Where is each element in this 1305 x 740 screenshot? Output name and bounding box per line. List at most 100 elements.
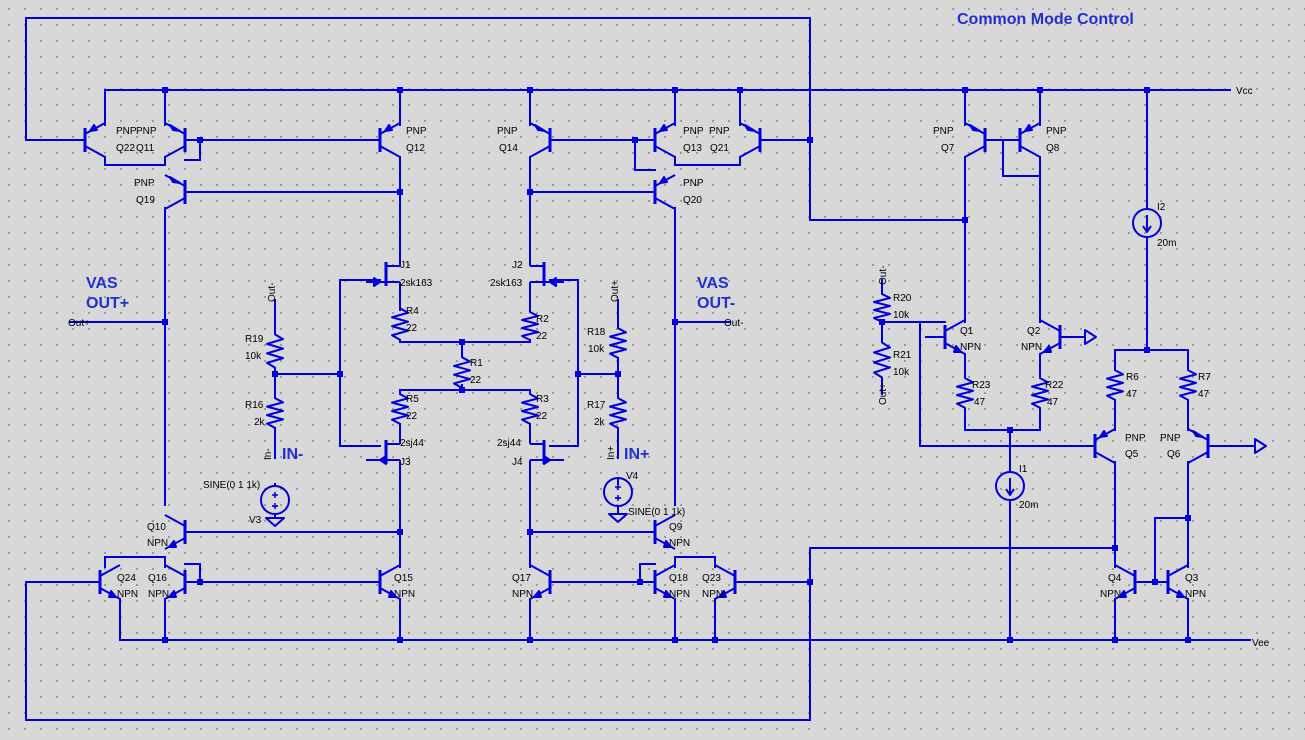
resistor-r19[interactable]: [266, 332, 284, 370]
transistor-q22[interactable]: [65, 122, 106, 158]
transistor-q11[interactable]: [164, 122, 205, 158]
r23-name: R23: [972, 380, 991, 391]
in-minus-label: IN-: [282, 446, 303, 463]
q14-name: Q14: [499, 143, 518, 154]
vas-out-plus-line2: OUT+: [86, 295, 129, 312]
transistor-q19[interactable]: [164, 174, 205, 210]
resistor-r5[interactable]: [391, 392, 409, 426]
r6-value: 47: [1126, 389, 1138, 400]
q7-model: PNP: [933, 126, 954, 137]
r21-name: R21: [893, 350, 912, 361]
in-plus-label: IN+: [624, 446, 649, 463]
transistor-q20[interactable]: [635, 174, 676, 210]
q13-model: PNP: [683, 126, 704, 137]
jfet-j3[interactable]: [366, 432, 401, 472]
q21-model: PNP: [709, 126, 730, 137]
resistor-r20[interactable]: [873, 292, 891, 324]
q16-model: NPN: [148, 589, 169, 600]
resistor-r3[interactable]: [521, 392, 539, 426]
transistor-q21[interactable]: [739, 122, 780, 158]
q6-name: Q6: [1167, 449, 1181, 460]
current-source-i1[interactable]: [995, 471, 1025, 501]
transistor-q10[interactable]: [164, 514, 205, 550]
j2-model: 2sk163: [490, 278, 523, 289]
resistor-r17[interactable]: [609, 396, 627, 430]
transistor-q1[interactable]: [925, 319, 966, 355]
resistor-r18[interactable]: [609, 326, 627, 360]
transistor-q6[interactable]: [1187, 428, 1228, 464]
q6-model: PNP: [1160, 433, 1181, 444]
q14-model: PNP: [497, 126, 518, 137]
resistor-r7[interactable]: [1179, 368, 1197, 402]
q18-name: Q18: [669, 573, 688, 584]
q1-name: Q1: [960, 326, 974, 337]
q2-name: Q2: [1027, 326, 1041, 337]
transistor-q9[interactable]: [635, 514, 676, 550]
resistor-r21[interactable]: [873, 340, 891, 380]
transistor-q5[interactable]: [1075, 428, 1116, 464]
resistor-r23[interactable]: [956, 376, 974, 410]
output-flag-q6[interactable]: [1254, 438, 1267, 454]
net-out-minus-r19: Out-: [267, 283, 278, 302]
transistor-q8[interactable]: [1000, 122, 1041, 158]
diagram-title: Common Mode Control: [957, 11, 1134, 28]
r21-value: 10k: [893, 367, 910, 378]
resistor-r2[interactable]: [521, 310, 539, 342]
jfet-j4[interactable]: [529, 432, 564, 472]
r1-value: 22: [470, 375, 482, 386]
q20-model: PNP: [683, 178, 704, 189]
q19-model: PNP: [134, 178, 155, 189]
transistor-q2[interactable]: [1039, 319, 1080, 355]
r17-value: 2k: [594, 417, 606, 428]
junctions: [162, 87, 1191, 643]
transistor-q18[interactable]: [635, 564, 676, 600]
j1-model: 2sk163: [400, 278, 433, 289]
transistor-q3[interactable]: [1148, 564, 1189, 600]
q17-name: Q17: [512, 573, 531, 584]
current-source-i2[interactable]: [1132, 208, 1162, 238]
i1-name: I1: [1019, 464, 1028, 475]
r3-name: R3: [536, 394, 549, 405]
q1-model: NPN: [960, 342, 981, 353]
r7-name: R7: [1198, 372, 1211, 383]
transistor-q15[interactable]: [360, 564, 401, 600]
transistor-q23[interactable]: [714, 564, 755, 600]
voltage-source-v3[interactable]: [260, 485, 290, 515]
q4-name: Q4: [1108, 573, 1122, 584]
q3-name: Q3: [1185, 573, 1199, 584]
q22-name: Q22: [116, 143, 135, 154]
transistor-q16[interactable]: [164, 564, 205, 600]
r20-value: 10k: [893, 310, 910, 321]
vas-out-plus-line1: VAS: [86, 275, 118, 292]
jfet-j2[interactable]: [529, 254, 564, 294]
j3-name: J3: [400, 457, 411, 468]
j4-model: 2sj44: [497, 438, 521, 449]
resistor-r16[interactable]: [266, 396, 284, 430]
q15-name: Q15: [394, 573, 413, 584]
q9-model: NPN: [669, 538, 690, 549]
net-out-minus-right: Out-: [724, 318, 743, 329]
net-in-plus: In+: [606, 446, 617, 460]
transistor-q13[interactable]: [635, 122, 676, 158]
transistor-q12[interactable]: [360, 122, 401, 158]
transistor-q24[interactable]: [80, 564, 121, 600]
transistor-q7[interactable]: [964, 122, 1005, 158]
resistor-r22[interactable]: [1031, 376, 1049, 410]
jfet-j1[interactable]: [366, 254, 401, 294]
voltage-source-v4[interactable]: [603, 477, 633, 507]
resistor-r6[interactable]: [1106, 368, 1124, 402]
output-flag-q2[interactable]: [1084, 329, 1097, 345]
r1-name: R1: [470, 358, 483, 369]
ground-v3[interactable]: [265, 517, 285, 527]
r16-name: R16: [245, 400, 264, 411]
resistor-r1[interactable]: [453, 355, 471, 390]
resistor-r4[interactable]: [391, 306, 409, 342]
i2-name: I2: [1157, 202, 1166, 213]
q20-name: Q20: [683, 195, 702, 206]
ground-v4[interactable]: [608, 513, 628, 523]
vas-out-minus-line2: OUT-: [697, 295, 735, 312]
r16-value: 2k: [254, 417, 266, 428]
transistor-q17[interactable]: [529, 564, 570, 600]
transistor-q14[interactable]: [529, 122, 570, 158]
